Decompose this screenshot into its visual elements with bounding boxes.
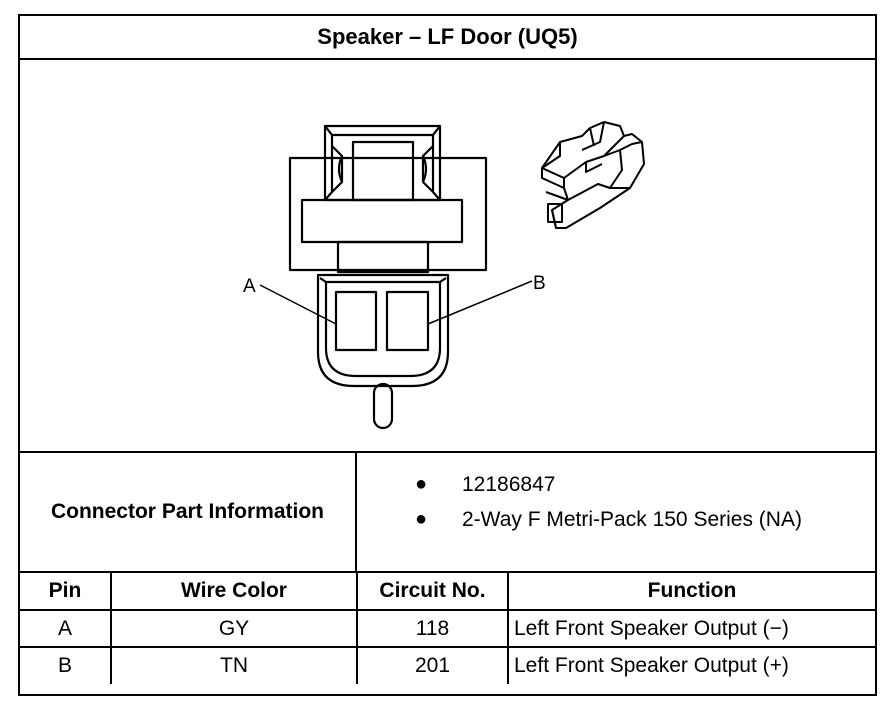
pinout-table: Pin Wire Color Circuit No. Function A GY… bbox=[20, 573, 875, 684]
connector-diagram: A B bbox=[20, 60, 875, 453]
cell-function: Left Front Speaker Output (−) bbox=[507, 609, 875, 648]
center-tab bbox=[351, 140, 415, 202]
bullet-icon: ● bbox=[415, 508, 428, 530]
key-post bbox=[372, 382, 394, 430]
connector-drawing: A B bbox=[243, 121, 645, 430]
connector-body bbox=[316, 273, 450, 388]
locking-bar bbox=[300, 198, 464, 244]
cell-function: Left Front Speaker Output (+) bbox=[507, 646, 875, 684]
header-function: Function bbox=[507, 573, 875, 611]
connector-flange bbox=[288, 156, 488, 272]
cell-circuit: 201 bbox=[356, 646, 509, 684]
table-row: A GY 118 Left Front Speaker Output (−) bbox=[20, 609, 875, 648]
callout-b-leader bbox=[427, 280, 533, 325]
header-wire-color: Wire Color bbox=[110, 573, 358, 611]
cavity-b bbox=[385, 290, 430, 352]
cell-wire-color: GY bbox=[110, 609, 358, 648]
cell-pin: B bbox=[20, 646, 112, 684]
page-title: Speaker – LF Door (UQ5) bbox=[20, 16, 875, 60]
bullet-icon: ● bbox=[415, 473, 428, 495]
connector-part-list: ● 12186847 ● 2-Way F Metri-Pack 150 Seri… bbox=[357, 453, 875, 571]
cavity-a bbox=[334, 290, 378, 352]
header-circuit-no: Circuit No. bbox=[356, 573, 509, 611]
cell-wire-color: TN bbox=[110, 646, 358, 684]
callout-b-label: B bbox=[533, 273, 546, 294]
part-number: 12186847 bbox=[462, 473, 556, 496]
cell-pin: A bbox=[20, 609, 112, 648]
part-description: 2-Way F Metri-Pack 150 Series (NA) bbox=[462, 508, 802, 531]
table-row: B TN 201 Left Front Speaker Output (+) bbox=[20, 646, 875, 684]
connector-part-info: Connector Part Information ● 12186847 ● … bbox=[20, 453, 875, 573]
connector-sheet: Speaker – LF Door (UQ5) bbox=[18, 14, 877, 696]
connector-part-label: Connector Part Information bbox=[20, 453, 357, 571]
cell-circuit: 118 bbox=[356, 609, 509, 648]
header-pin: Pin bbox=[20, 573, 112, 611]
callout-a-leader bbox=[259, 284, 337, 325]
callout-a-label: A bbox=[243, 276, 256, 297]
connector-isometric-view bbox=[541, 121, 645, 229]
table-header-row: Pin Wire Color Circuit No. Function bbox=[20, 573, 875, 611]
